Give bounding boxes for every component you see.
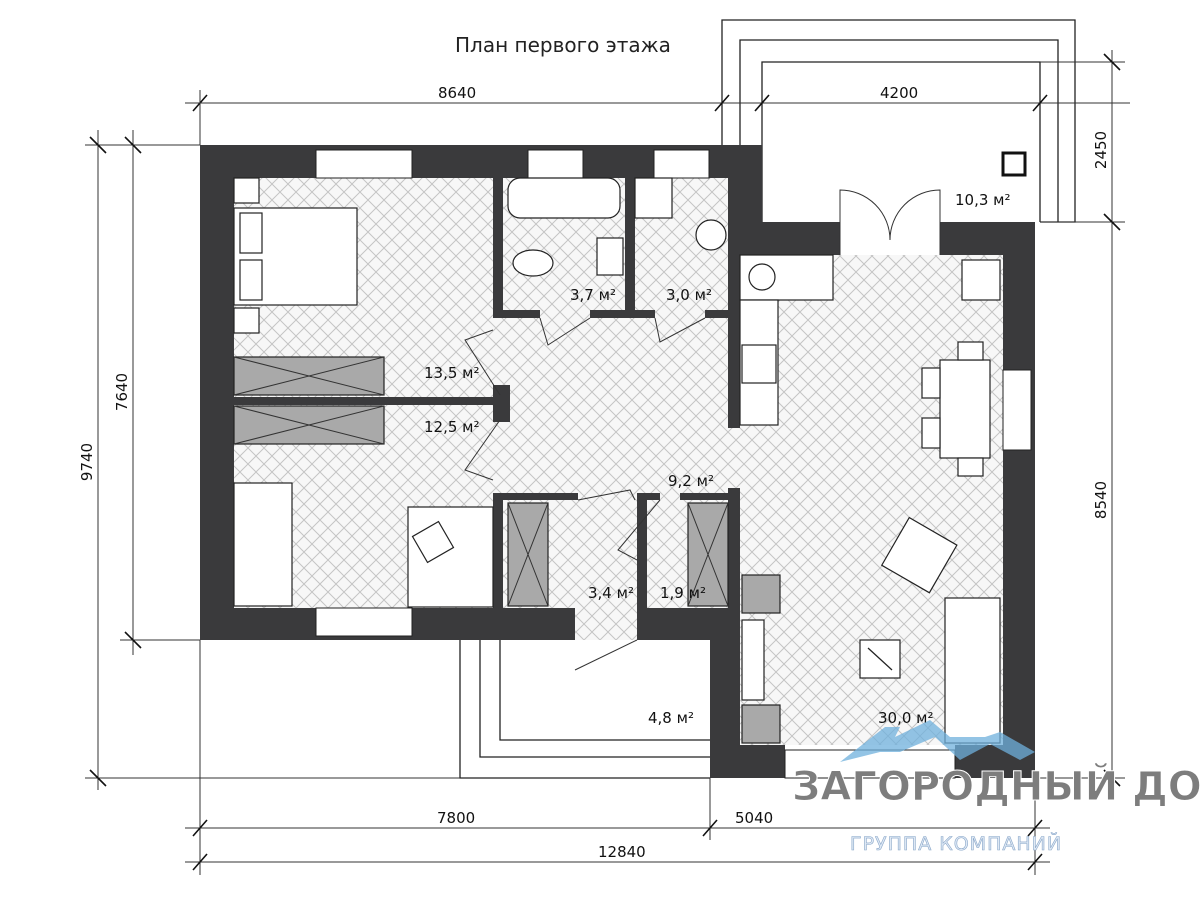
sofa bbox=[944, 597, 1001, 744]
tv-stand bbox=[741, 619, 765, 701]
room-area-bedroom2: 12,5 м² bbox=[424, 418, 480, 436]
room-area-terrace: 10,3 м² bbox=[955, 191, 1011, 209]
windows bbox=[315, 149, 1032, 779]
dining-table bbox=[939, 359, 991, 459]
dim-right: 8540 bbox=[1092, 481, 1110, 519]
room-area-closet: 1,9 м² bbox=[660, 584, 706, 602]
dimension-lines: 8640 4200 2450 8540 9740 7640 7800 5040 … bbox=[78, 50, 1130, 875]
boiler bbox=[634, 177, 673, 219]
watermark-logo: ЗАГОРОДНЫЙ ДОМ ГРУППА КОМПАНИЙ bbox=[792, 720, 1200, 855]
room-area-hall: 9,2 м² bbox=[668, 472, 714, 490]
dim-left-total: 9740 bbox=[78, 443, 96, 481]
room-area-living: 30,0 м² bbox=[878, 709, 934, 727]
dim-top-right: 4200 bbox=[880, 84, 918, 102]
dim-bottom-total: 12840 bbox=[598, 843, 646, 861]
dim-top-left: 8640 bbox=[438, 84, 476, 102]
dim-bottom-left: 7800 bbox=[437, 809, 475, 827]
washer-icon bbox=[695, 219, 727, 251]
sink-icon bbox=[748, 263, 776, 291]
room-area-porch: 4,8 м² bbox=[648, 709, 694, 727]
toilet-icon bbox=[512, 249, 554, 277]
dim-left-inner: 7640 bbox=[113, 373, 131, 411]
room-area-bathroom: 3,7 м² bbox=[570, 286, 616, 304]
terrace bbox=[721, 19, 1076, 223]
room-labels: 13,5 м² 12,5 м² 3,7 м² 3,0 м² 9,2 м² 3,4… bbox=[424, 191, 1011, 727]
doors bbox=[464, 189, 941, 671]
watermark-subtitle: ГРУППА КОМПАНИЙ bbox=[850, 832, 1062, 855]
desk bbox=[407, 506, 494, 608]
room-area-bedroom1: 13,5 м² bbox=[424, 364, 480, 382]
single-bed bbox=[233, 482, 293, 607]
sink-icon bbox=[596, 237, 624, 276]
bathtub-icon bbox=[507, 177, 621, 219]
armchair bbox=[880, 516, 958, 594]
post-icon bbox=[1001, 151, 1027, 177]
plan-title: План первого этажа bbox=[455, 33, 671, 57]
fridge-icon bbox=[961, 259, 1001, 301]
roof-icon bbox=[840, 720, 1035, 762]
stove-icon bbox=[741, 344, 777, 384]
dim-terrace: 2450 bbox=[1092, 131, 1110, 169]
watermark-name: ЗАГОРОДНЫЙ ДОМ bbox=[792, 762, 1200, 810]
speaker bbox=[741, 704, 781, 744]
speaker bbox=[741, 574, 781, 614]
room-area-laundry: 3,0 м² bbox=[666, 286, 712, 304]
furniture bbox=[233, 177, 1001, 744]
dim-bottom-right: 5040 bbox=[735, 809, 773, 827]
room-area-vestibule: 3,4 м² bbox=[588, 584, 634, 602]
